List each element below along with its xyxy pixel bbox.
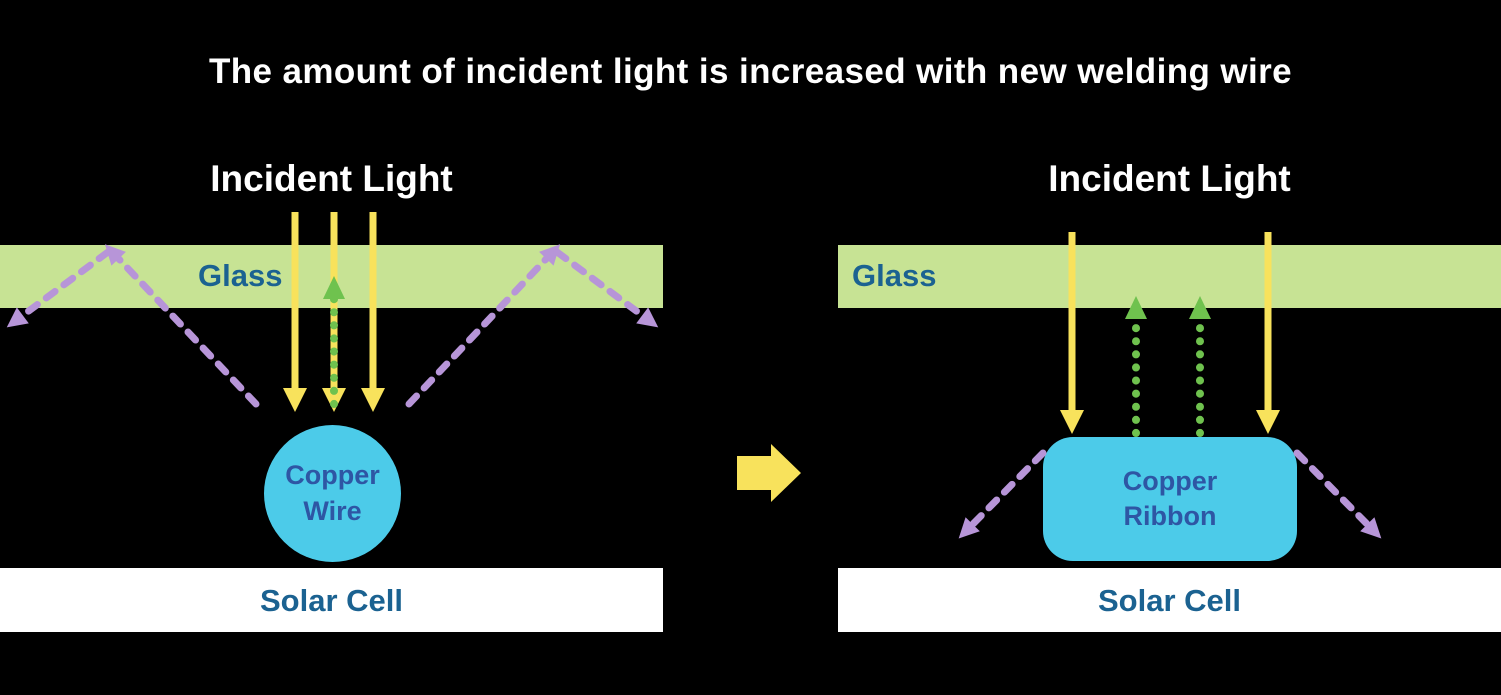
- left-solar-cell-layer: [0, 568, 663, 632]
- left-solar-cell-label: Solar Cell: [260, 583, 403, 618]
- right-solar-cell-layer: [838, 568, 1501, 632]
- left-glass-layer: [0, 245, 663, 308]
- left-incident-light-heading: Incident Light: [210, 158, 453, 199]
- copper-ribbon-label: Copper Ribbon: [1122, 465, 1218, 531]
- right-glass-label: Glass: [852, 258, 937, 293]
- right-lost-light-arrow: [1293, 449, 1382, 539]
- left-glass-label: Glass: [198, 258, 283, 293]
- copper-wire-label: Copper Wire: [285, 460, 380, 526]
- right-lost-light-arrow: [958, 449, 1047, 539]
- right-solar-cell-label: Solar Cell: [1098, 583, 1241, 618]
- copper-wire-shape: Copper Wire: [264, 425, 401, 562]
- transition-arrow: [737, 444, 801, 502]
- right-glass-layer: [838, 245, 1501, 308]
- right-incident-light-heading: Incident Light: [1048, 158, 1291, 199]
- copper-ribbon-shape: Copper Ribbon: [1043, 437, 1297, 561]
- diagram-title: The amount of incident light is increase…: [208, 52, 1293, 91]
